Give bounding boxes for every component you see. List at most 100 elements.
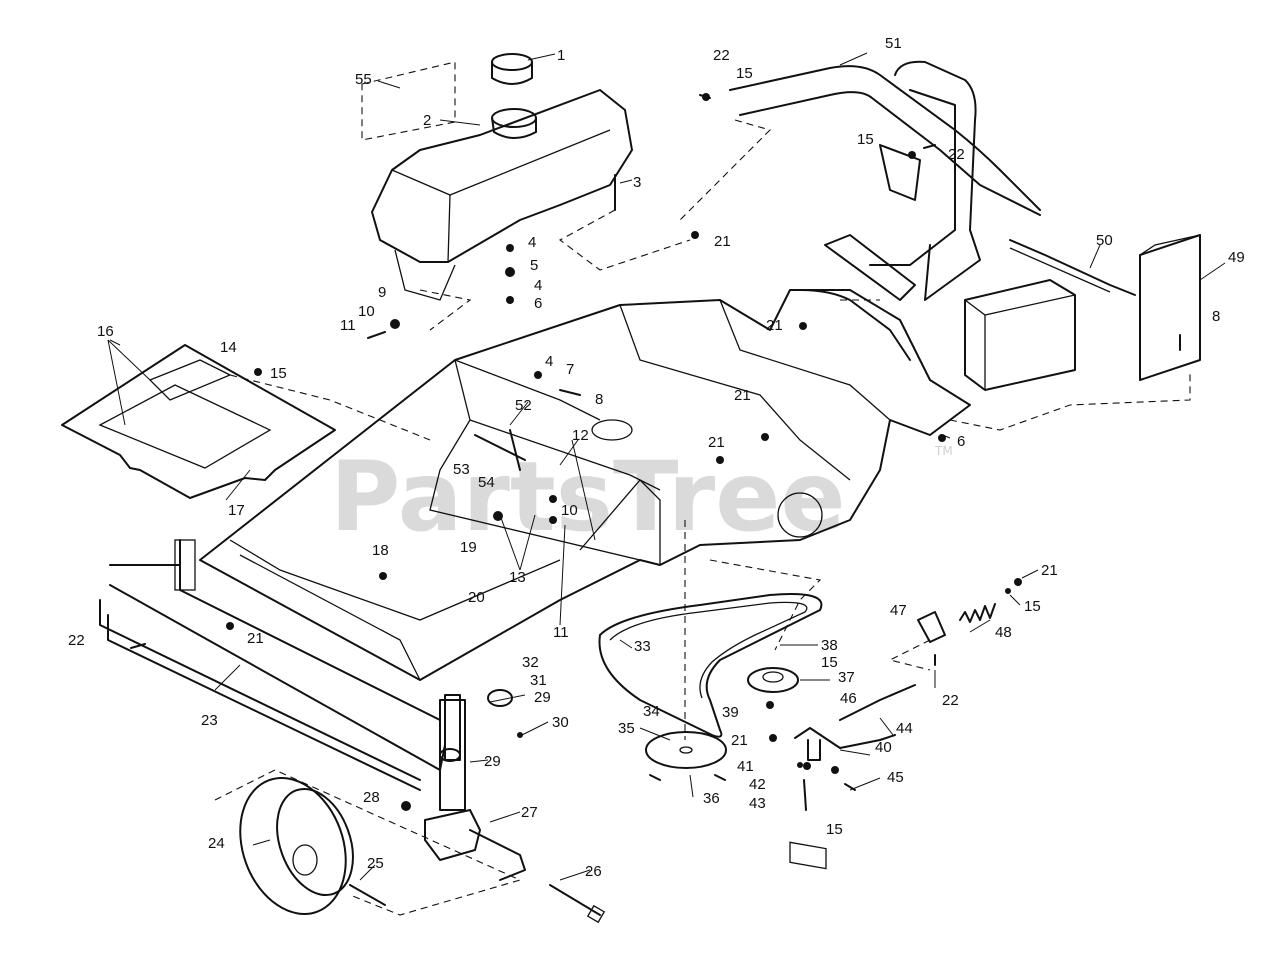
- callout-25: 25: [367, 855, 384, 872]
- callout-46: 46: [840, 690, 857, 707]
- callout-3: 3: [633, 174, 641, 191]
- callout-4: 4: [545, 353, 553, 370]
- callout-24: 24: [208, 835, 225, 852]
- callout-11: 11: [340, 317, 356, 334]
- callout-28: 28: [363, 789, 380, 806]
- callout-12: 12: [572, 427, 589, 444]
- foot-plate: [61, 344, 336, 499]
- callout-17: 17: [228, 502, 245, 519]
- callout-42: 42: [749, 776, 766, 793]
- callout-22: 22: [948, 146, 965, 163]
- callout-55: 55: [355, 71, 372, 88]
- callout-21: 21: [731, 732, 748, 749]
- caster-wheel: [239, 777, 354, 915]
- fuel-tank: [371, 89, 633, 301]
- callout-36: 36: [703, 790, 720, 807]
- callout-13: 13: [509, 569, 526, 586]
- callout-18: 18: [372, 542, 389, 559]
- callout-11: 11: [553, 624, 569, 641]
- front-bumper: [99, 539, 461, 791]
- callout-6: 6: [957, 433, 965, 450]
- callout-6: 6: [534, 295, 542, 312]
- callout-21: 21: [708, 434, 725, 451]
- callout-23: 23: [201, 712, 218, 729]
- callout-4: 4: [534, 277, 542, 294]
- callout-21: 21: [766, 317, 783, 334]
- callout-8: 8: [595, 391, 603, 408]
- drive-belt: [598, 593, 823, 738]
- callout-4: 4: [528, 234, 536, 251]
- battery-cover: [1139, 234, 1201, 381]
- callout-50: 50: [1096, 232, 1113, 249]
- callout-29: 29: [484, 753, 501, 770]
- caster-fork: [424, 699, 526, 881]
- callout-15: 15: [270, 365, 287, 382]
- callout-15: 15: [857, 131, 874, 148]
- pulley-37: [747, 667, 799, 693]
- callout-45: 45: [887, 769, 904, 786]
- callout-1: 1: [557, 47, 565, 64]
- callout-10: 10: [358, 303, 375, 320]
- callout-27: 27: [521, 804, 538, 821]
- callout-39: 39: [722, 704, 739, 721]
- bracket-47: [917, 611, 946, 643]
- bolts: [130, 94, 1181, 811]
- callout-29: 29: [534, 689, 551, 706]
- idler-arm: [789, 684, 916, 870]
- callout-34: 34: [643, 703, 660, 720]
- callout-43: 43: [749, 795, 766, 812]
- callout-7: 7: [566, 361, 574, 378]
- callout-32: 32: [522, 654, 539, 671]
- callout-21: 21: [734, 387, 751, 404]
- hardware-markers: [226, 93, 1022, 774]
- callout-40: 40: [875, 739, 892, 756]
- callout-35: 35: [618, 720, 635, 737]
- battery: [964, 279, 1076, 391]
- callout-53: 53: [453, 461, 470, 478]
- callout-14: 14: [220, 339, 237, 356]
- callout-15: 15: [1024, 598, 1041, 615]
- callout-48: 48: [995, 624, 1012, 641]
- callout-22: 22: [942, 692, 959, 709]
- leader-lines: [107, 52, 1226, 881]
- watermark-tm: TM: [934, 444, 953, 458]
- callout-31: 31: [530, 672, 547, 689]
- callout-47: 47: [890, 602, 907, 619]
- callout-44: 44: [896, 720, 913, 737]
- callout-30: 30: [552, 714, 569, 731]
- callout-49: 49: [1228, 249, 1245, 266]
- assembly-guides: [229, 119, 1191, 740]
- callout-22: 22: [713, 47, 730, 64]
- callout-38: 38: [821, 637, 838, 654]
- main-frame: [199, 289, 971, 681]
- handle-bar: [729, 60, 1041, 301]
- spring-48: [959, 603, 996, 623]
- callout-15: 15: [736, 65, 753, 82]
- callout-54: 54: [478, 474, 495, 491]
- fuel-cap: [491, 53, 537, 139]
- callout-15: 15: [821, 654, 838, 671]
- callout-21: 21: [247, 630, 264, 647]
- callout-26: 26: [585, 863, 602, 880]
- callout-41: 41: [737, 758, 754, 775]
- callout-2: 2: [423, 112, 431, 129]
- caster-axle: [349, 884, 606, 924]
- callout-16: 16: [97, 323, 114, 340]
- callout-22: 22: [68, 632, 85, 649]
- callout-8: 8: [1212, 308, 1220, 325]
- pulley-35: [645, 731, 727, 769]
- battery-strap: [1009, 239, 1136, 296]
- callout-21: 21: [1041, 562, 1058, 579]
- callout-15: 15: [826, 821, 843, 838]
- callout-52: 52: [515, 397, 532, 414]
- callouts: 1 55 2 22 15 51 15 22 3 4 21 50 49 5 4 6…: [68, 35, 1245, 880]
- callout-19: 19: [460, 539, 477, 556]
- watermark-text: PartsTree: [330, 441, 845, 553]
- callout-5: 5: [530, 257, 538, 274]
- callout-37: 37: [838, 669, 855, 686]
- callout-33: 33: [634, 638, 651, 655]
- callout-9: 9: [378, 284, 386, 301]
- callout-20: 20: [468, 589, 485, 606]
- callout-10: 10: [561, 502, 578, 519]
